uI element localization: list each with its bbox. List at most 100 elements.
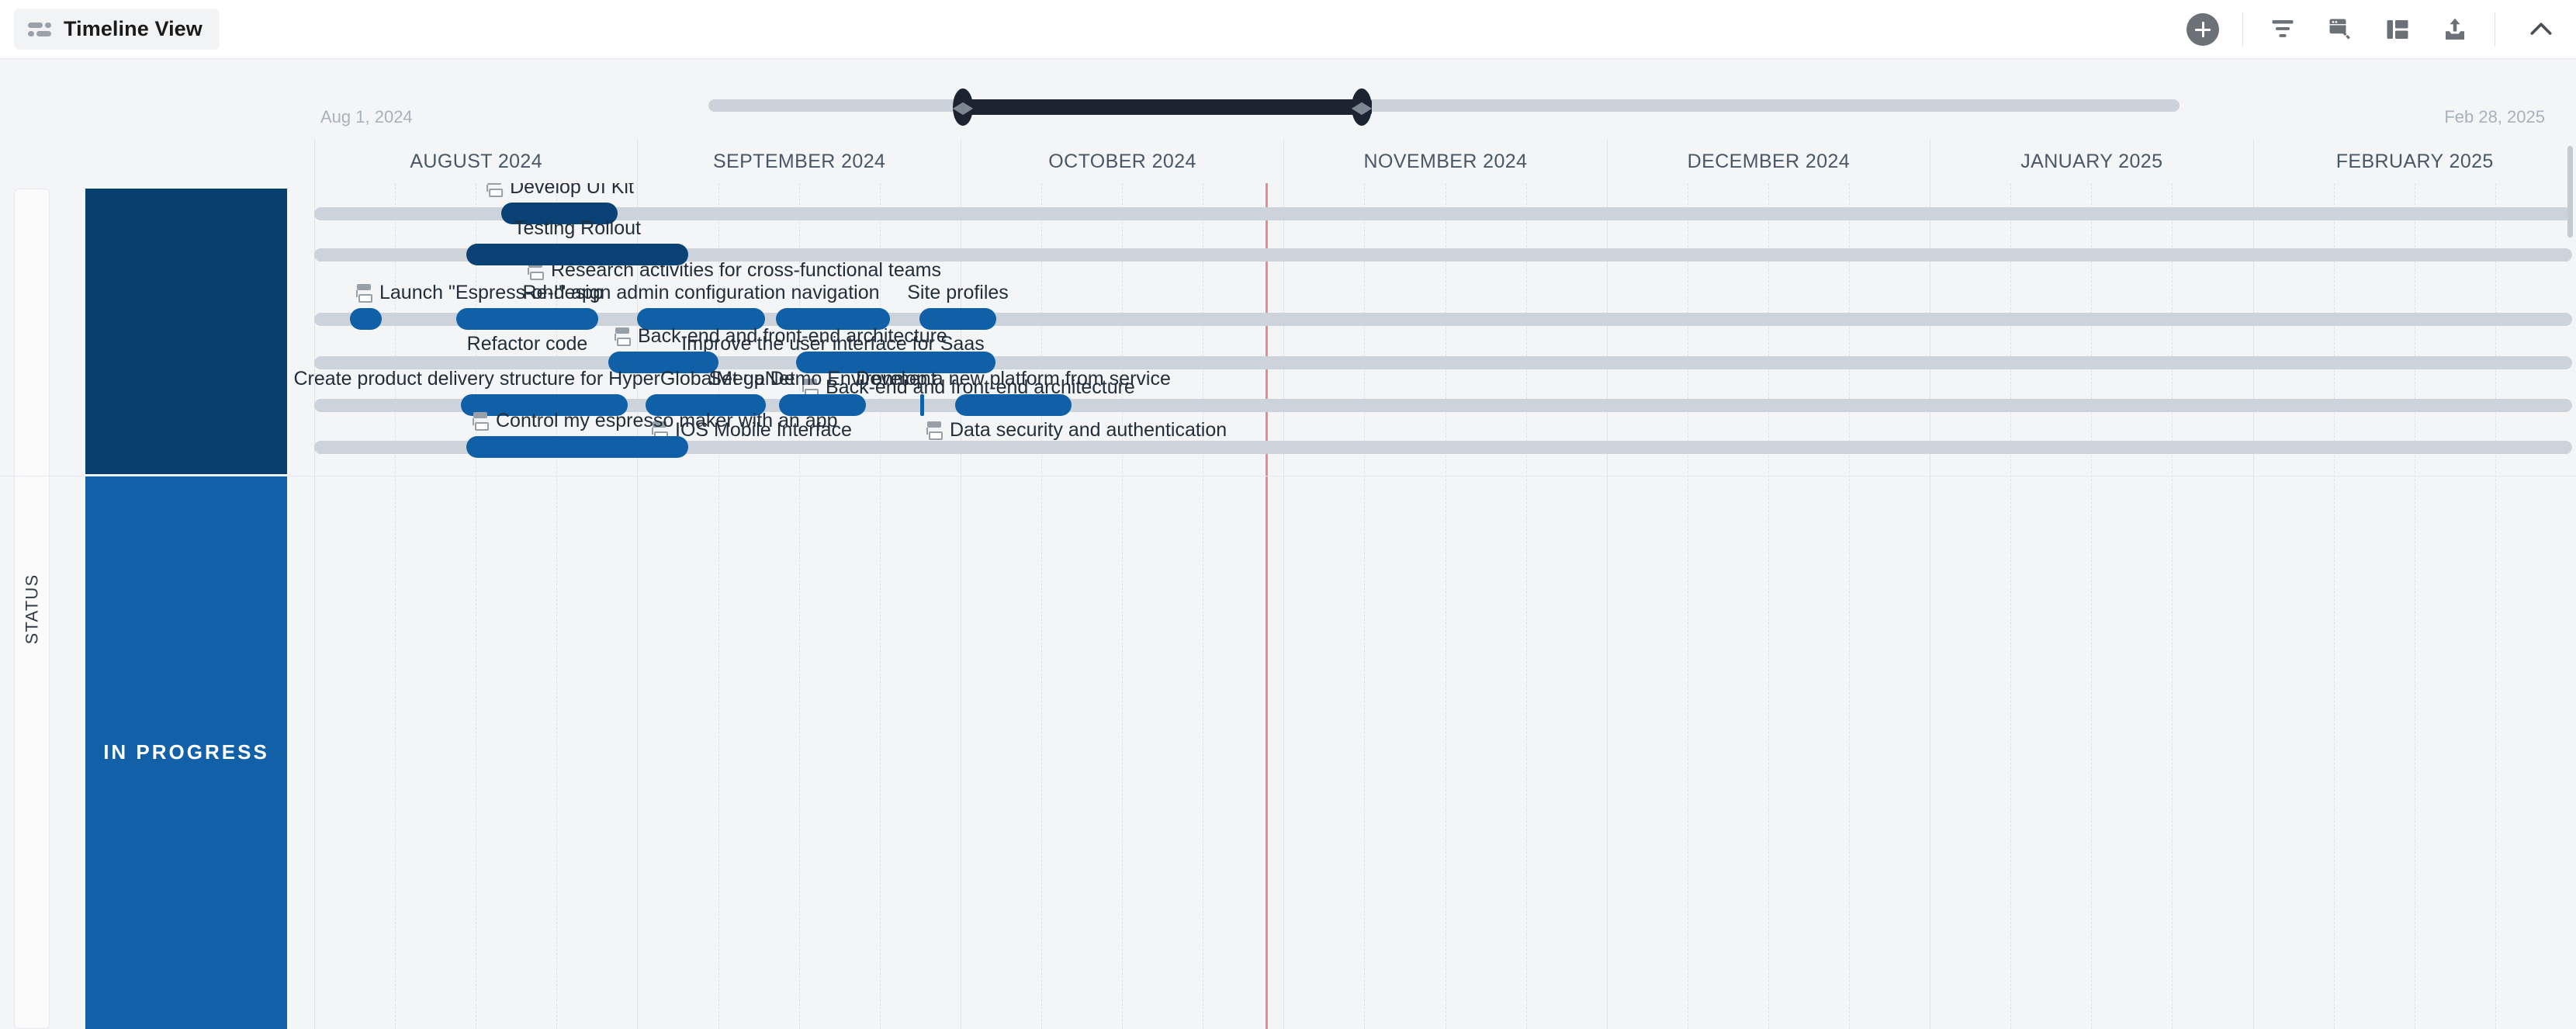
timeline-bar-label[interactable]: Develop a new platform from service bbox=[856, 368, 1171, 390]
timeline-bar[interactable] bbox=[796, 352, 995, 373]
week-gridline bbox=[1041, 183, 1042, 1029]
swimlane-label: IN PROGRESS bbox=[103, 740, 269, 764]
timeline-bar[interactable] bbox=[776, 308, 890, 330]
week-gridline bbox=[395, 183, 396, 1029]
timeline-track-row bbox=[314, 207, 2572, 220]
timeline-bar[interactable] bbox=[920, 394, 924, 416]
timeline-bar-label-text: Site profiles bbox=[907, 282, 1009, 303]
timeline-bar-label[interactable]: Site profiles bbox=[907, 282, 1009, 304]
week-gridline bbox=[1768, 183, 1769, 1029]
group-by-rail: STATUS bbox=[14, 189, 50, 1029]
timeline-bar-label-text: Develop a new platform from service bbox=[856, 368, 1171, 390]
timeline-bar[interactable] bbox=[466, 244, 688, 265]
month-gridline bbox=[314, 183, 315, 1029]
timeline-bar-label[interactable]: Launch "Espress-oh!" app bbox=[355, 282, 604, 304]
list-view-icon bbox=[28, 21, 51, 38]
month-gridline bbox=[2253, 183, 2254, 1029]
timeline-bar[interactable] bbox=[461, 394, 628, 416]
export-button[interactable] bbox=[2426, 0, 2484, 59]
plus-circle-icon bbox=[2186, 13, 2219, 46]
timeline-bar-label-text: Data security and authentication bbox=[950, 419, 1227, 441]
week-gridline bbox=[2334, 183, 2335, 1029]
timeline-bar-label-text: Control my espresso maker with an app bbox=[496, 410, 838, 431]
slider-handle-start[interactable]: ◀▶ bbox=[953, 88, 973, 126]
timeline-bar[interactable] bbox=[637, 308, 765, 330]
timeline-bar-label[interactable]: Improve the user interface for Saas bbox=[681, 333, 984, 355]
timeline-bar[interactable] bbox=[779, 394, 866, 416]
swimlane-header-1[interactable] bbox=[85, 189, 287, 474]
timeline-bar-label[interactable]: Testing Rollout bbox=[514, 217, 641, 240]
timeline-bar-label-text: Launch "Espress-oh!" app bbox=[379, 282, 604, 303]
month-gridline bbox=[637, 183, 638, 1029]
week-gridline bbox=[2495, 183, 2496, 1029]
timeline-bar-label[interactable]: IOS Mobile Interface bbox=[650, 419, 852, 442]
week-gridline bbox=[1122, 183, 1123, 1029]
layout-columns-icon bbox=[2387, 20, 2408, 39]
slider-selected-range[interactable] bbox=[963, 99, 1372, 115]
timeline-bar-label-text: Set up Demo Environment bbox=[708, 368, 937, 390]
week-gridline bbox=[1849, 183, 1850, 1029]
header-toolbar bbox=[2174, 0, 2576, 59]
upload-export-icon bbox=[2446, 18, 2464, 40]
view-title: Timeline View bbox=[64, 17, 203, 40]
week-gridline bbox=[1526, 183, 1527, 1029]
timeline-bar[interactable] bbox=[919, 308, 996, 330]
week-gridline bbox=[880, 183, 881, 1029]
view-selector-chip[interactable]: Timeline View bbox=[14, 9, 220, 50]
timeline-bar[interactable] bbox=[456, 308, 598, 330]
timeline-gridlines bbox=[314, 183, 2576, 1029]
toolbar-divider bbox=[2242, 12, 2243, 47]
week-gridline bbox=[2172, 183, 2173, 1029]
timeline-bar[interactable] bbox=[646, 394, 766, 416]
timeline-bar[interactable] bbox=[955, 394, 1072, 416]
month-column-header: AUGUST 2024 bbox=[314, 140, 637, 183]
filter-icon bbox=[2272, 20, 2294, 37]
month-column-header: NOVEMBER 2024 bbox=[1283, 140, 1606, 183]
vertical-scrollbar-thumb[interactable] bbox=[2567, 146, 2573, 237]
timeline-bar-label-text: Develop UI Kit bbox=[510, 183, 634, 198]
timeline-bar-label[interactable]: Create product delivery structure for Hy… bbox=[293, 368, 795, 390]
timeline-bar[interactable] bbox=[466, 436, 688, 458]
timeline-track-row bbox=[314, 441, 2572, 454]
timeline-track-row bbox=[314, 248, 2572, 262]
timeline-bar-label-text: Refactor code bbox=[466, 333, 588, 355]
timeline-bar-label[interactable]: Re-design admin configuration navigation bbox=[522, 282, 879, 304]
add-item-button[interactable] bbox=[2174, 0, 2231, 59]
week-gridline bbox=[1364, 183, 1365, 1029]
timeline-bar-label[interactable]: Data security and authentication bbox=[925, 419, 1227, 442]
slider-handle-end[interactable]: ◀▶ bbox=[1352, 88, 1372, 126]
month-column-header: SEPTEMBER 2024 bbox=[637, 140, 960, 183]
month-column-header: OCTOBER 2024 bbox=[960, 140, 1283, 183]
timeline-bar-label[interactable]: Develop UI Kit bbox=[485, 183, 634, 199]
timeline-bar-label-text: Back-end and front-end architecture bbox=[638, 325, 947, 347]
timeline-bar[interactable] bbox=[350, 308, 382, 330]
layout-button[interactable] bbox=[2369, 0, 2426, 59]
slider-handle-end-glyph: ◀▶ bbox=[1351, 98, 1373, 116]
week-gridline bbox=[2010, 183, 2011, 1029]
timeline-bar-label-text: Create product delivery structure for Hy… bbox=[293, 368, 795, 390]
slider-track[interactable] bbox=[708, 99, 2180, 112]
filter-button[interactable] bbox=[2254, 0, 2311, 59]
timeline-bar[interactable] bbox=[608, 352, 718, 373]
collapse-button[interactable] bbox=[2506, 0, 2576, 59]
timeline-bar[interactable] bbox=[501, 203, 618, 224]
board-link-icon bbox=[2329, 19, 2350, 40]
timeline-bar-label[interactable]: Refactor code bbox=[467, 333, 588, 355]
vertical-scrollbar[interactable] bbox=[2567, 143, 2573, 1026]
chevron-up-icon bbox=[2530, 23, 2552, 35]
board-link-button[interactable] bbox=[2311, 0, 2369, 59]
swimlane-header-2[interactable]: IN PROGRESS bbox=[85, 476, 287, 1029]
timeline-bar-label[interactable]: Set up Demo Environment bbox=[708, 368, 936, 390]
week-gridline bbox=[718, 183, 719, 1029]
timeline-canvas: Testing RolloutResearch activities for c… bbox=[0, 183, 2576, 1029]
timeline-bar-label-text: Testing Rollout bbox=[514, 217, 641, 239]
timeline-bar-label-text: IOS Mobile Interface bbox=[675, 419, 852, 441]
timeline-bar-label[interactable]: Control my espresso maker with an app bbox=[471, 410, 837, 432]
range-start-date: Aug 1, 2024 bbox=[320, 107, 413, 126]
linked-board-icon bbox=[485, 183, 504, 197]
timeline-bar-label-text: Improve the user interface for Saas bbox=[681, 333, 985, 355]
timeline-bar-label[interactable]: Back-end and front-end architecture bbox=[613, 325, 947, 348]
week-gridline bbox=[2091, 183, 2092, 1029]
range-end-date: Feb 28, 2025 bbox=[2444, 107, 2545, 126]
